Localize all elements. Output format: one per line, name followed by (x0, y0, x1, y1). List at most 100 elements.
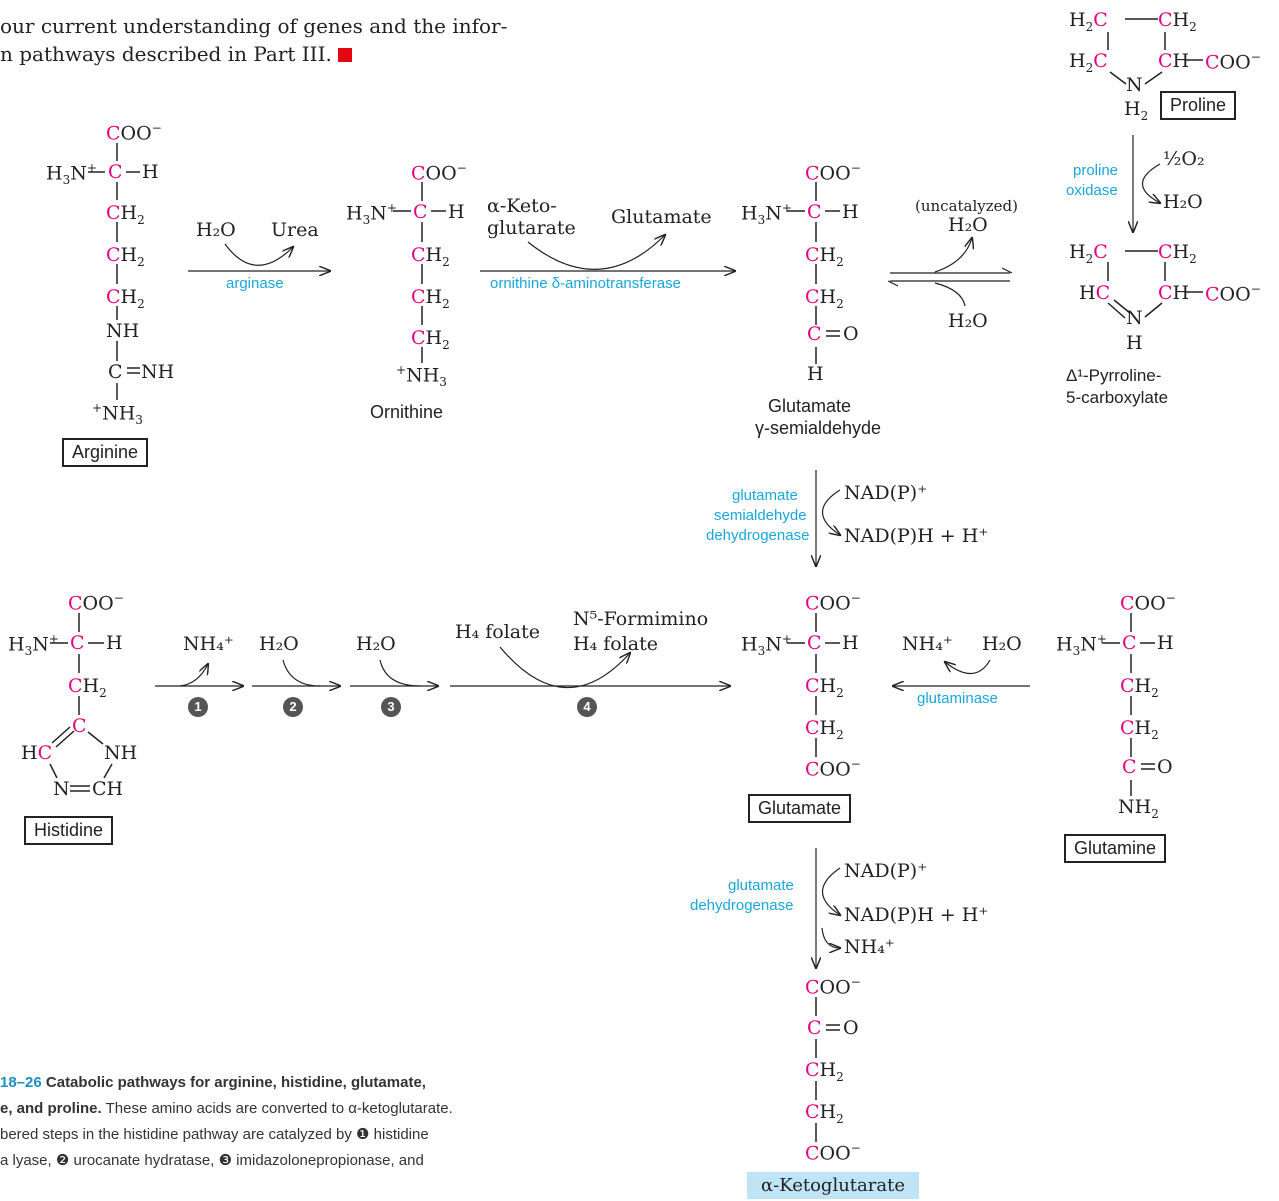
glutamine-amide-o: O (1157, 756, 1173, 778)
arginine-label: Arginine (62, 438, 149, 467)
proline-label: Proline (1160, 91, 1237, 120)
histidine-ring-n: N (53, 778, 70, 800)
gsa-label-line1: Glutamate (768, 396, 852, 416)
enzyme-gdh-line1: glutamate (728, 877, 794, 894)
arginine-amino: H3N+ (46, 161, 97, 188)
enzyme-gdh-line2: dehydrogenase (690, 897, 794, 914)
histidine-h: H (106, 632, 123, 654)
glutamine-alpha-carbon: C (1122, 632, 1137, 654)
reagent-half-o2: ½O₂ (1163, 148, 1205, 170)
caption-line-3: bered steps in the histidine pathway are… (0, 1126, 429, 1143)
reagent-urea: Urea (271, 219, 319, 241)
enzyme-arginase: arginase (226, 275, 284, 292)
glutamine-amino: H3N+ (1056, 632, 1107, 659)
reagent-formimino-line1: N⁵-Formimino (573, 608, 709, 630)
p5c-label-line2: 5-carboxylate (1066, 388, 1169, 407)
caption-line-4: a lyase, ❷ urocanate hydratase, ❸ imidaz… (0, 1152, 424, 1169)
reagent-h2o-proline: H₂O (1163, 191, 1203, 213)
proline-h2: H2 (1124, 98, 1149, 123)
glutamate-alpha-carbon: C (807, 632, 822, 654)
histidine-amino: H3N+ (8, 632, 59, 659)
proline-ch2-c: H2C (1069, 50, 1108, 75)
akg-keto-o: O (843, 1017, 859, 1039)
glutamate-ch2-2: CH2 (805, 717, 844, 742)
glutamate-coo: COO− (805, 757, 861, 781)
ornithine-label: Ornithine (370, 402, 444, 422)
end-mark-icon (338, 48, 353, 62)
reagent-h2o-step3: H₂O (356, 633, 396, 655)
ornithine-h: H (448, 201, 465, 223)
ornithine-carboxylate: COO− (411, 161, 467, 185)
arginine-carboxylate: COO− (106, 121, 162, 145)
reagent-nh4-gdh: NH₄⁺ (844, 936, 895, 958)
ornithine-ch2-2: CH2 (411, 286, 450, 311)
reagent-nadp-gsd: NAD(P)⁺ (844, 482, 928, 504)
reagent-h2o-arginase: H₂O (196, 219, 236, 241)
caption-line-1: 18–26 Catabolic pathways for arginine, h… (0, 1070, 426, 1096)
gsa-amino: H3N+ (741, 201, 792, 228)
caption-title-1: Catabolic pathways for arginine, histidi… (45, 1074, 426, 1091)
header-line-1: our current understanding of genes and t… (0, 14, 508, 38)
step-4-badge: 4 (577, 697, 597, 717)
enzyme-proline-oxidase-line1: proline (1073, 162, 1119, 179)
reagent-h4-folate: H₄ folate (455, 621, 540, 643)
header-line-2-text: n pathways described in Part III. (0, 42, 332, 66)
glutamate-ch2-1: CH2 (805, 675, 844, 700)
arginine-nh: NH (106, 320, 140, 342)
reagent-akg-line2: glutarate (487, 217, 576, 239)
arginine-ch2-3: CH2 (106, 286, 145, 311)
histidine-ring-hc: HC (21, 742, 53, 764)
alpha-ketoglutarate-label: α-Ketoglutarate (747, 1172, 919, 1199)
reagent-h2o-step2: H₂O (259, 633, 299, 655)
histidine-carboxylate: COO− (68, 591, 124, 615)
glutamine-ch2-2: CH2 (1120, 717, 1159, 742)
gsa-carboxylate: COO− (805, 161, 861, 185)
gsa-h: H (842, 201, 859, 223)
arginine-h: H (142, 161, 159, 183)
reagent-formimino-line2: H₄ folate (573, 633, 658, 655)
histidine-ring-nh: NH (104, 742, 138, 764)
uncatalyzed-note: (uncatalyzed) (915, 197, 1018, 215)
gsa-ch2-2: CH2 (805, 286, 844, 311)
gsa-label-line2: γ-semialdehyde (755, 418, 882, 438)
proline-ch2-a: H2C (1069, 9, 1108, 34)
reagent-h2o-in: H₂O (948, 310, 988, 332)
enzyme-glutaminase: glutaminase (917, 690, 998, 707)
proline-n: N (1126, 74, 1143, 96)
ornithine-alpha-carbon: C (413, 201, 428, 223)
p5c-n: N (1126, 307, 1143, 329)
akg-coo-1: COO− (805, 975, 861, 999)
glutamine-nh2: NH2 (1118, 796, 1159, 821)
akg-ch2-1: CH2 (805, 1059, 844, 1084)
enzyme-gsd-line2: semialdehyde (714, 507, 807, 524)
ornithine-amino: H3N+ (346, 201, 397, 228)
glutamine-label: Glutamine (1064, 834, 1167, 863)
reagent-h2o-glutaminase: H₂O (982, 633, 1022, 655)
arginine-alpha-carbon: C (108, 161, 123, 183)
glutamate-label: Glutamate (748, 794, 852, 823)
glutamine-h: H (1157, 632, 1174, 654)
enzyme-proline-oxidase-line2: oxidase (1066, 182, 1118, 199)
caption-line-2: e, and proline. These amino acids are co… (0, 1096, 453, 1122)
p5c-ch2-b: CH2 (1158, 241, 1197, 266)
histidine-ch2: CH2 (68, 675, 107, 700)
reagent-nadph-gsd: NAD(P)H + H⁺ (844, 525, 989, 547)
step-1-badge: 1 (188, 697, 208, 717)
gsa-aldehyde-c: C (807, 323, 822, 345)
caption-text-2: These amino acids are converted to α-ket… (105, 1100, 453, 1117)
reagent-nadph-gdh: NAD(P)H + H⁺ (844, 904, 989, 926)
glutamine-amide-c: C (1122, 756, 1137, 778)
arginine-ch2-1: CH2 (106, 202, 145, 227)
reagent-nh4-step1: NH₄⁺ (183, 633, 234, 655)
p5c-ch: CH (1158, 282, 1190, 304)
reagent-glutamate-product: Glutamate (611, 206, 712, 228)
enzyme-gsd-line3: dehydrogenase (706, 527, 810, 544)
p5c-h: H (1126, 332, 1143, 354)
p5c-ch2-a: H2C (1069, 241, 1108, 266)
arginine-guanidino-c: C (108, 361, 123, 383)
gsa-alpha-carbon: C (807, 201, 822, 223)
p5c-hc: HC (1079, 282, 1111, 304)
reagent-nadp-gdh: NAD(P)⁺ (844, 860, 928, 882)
histidine-alpha-carbon: C (70, 632, 85, 654)
